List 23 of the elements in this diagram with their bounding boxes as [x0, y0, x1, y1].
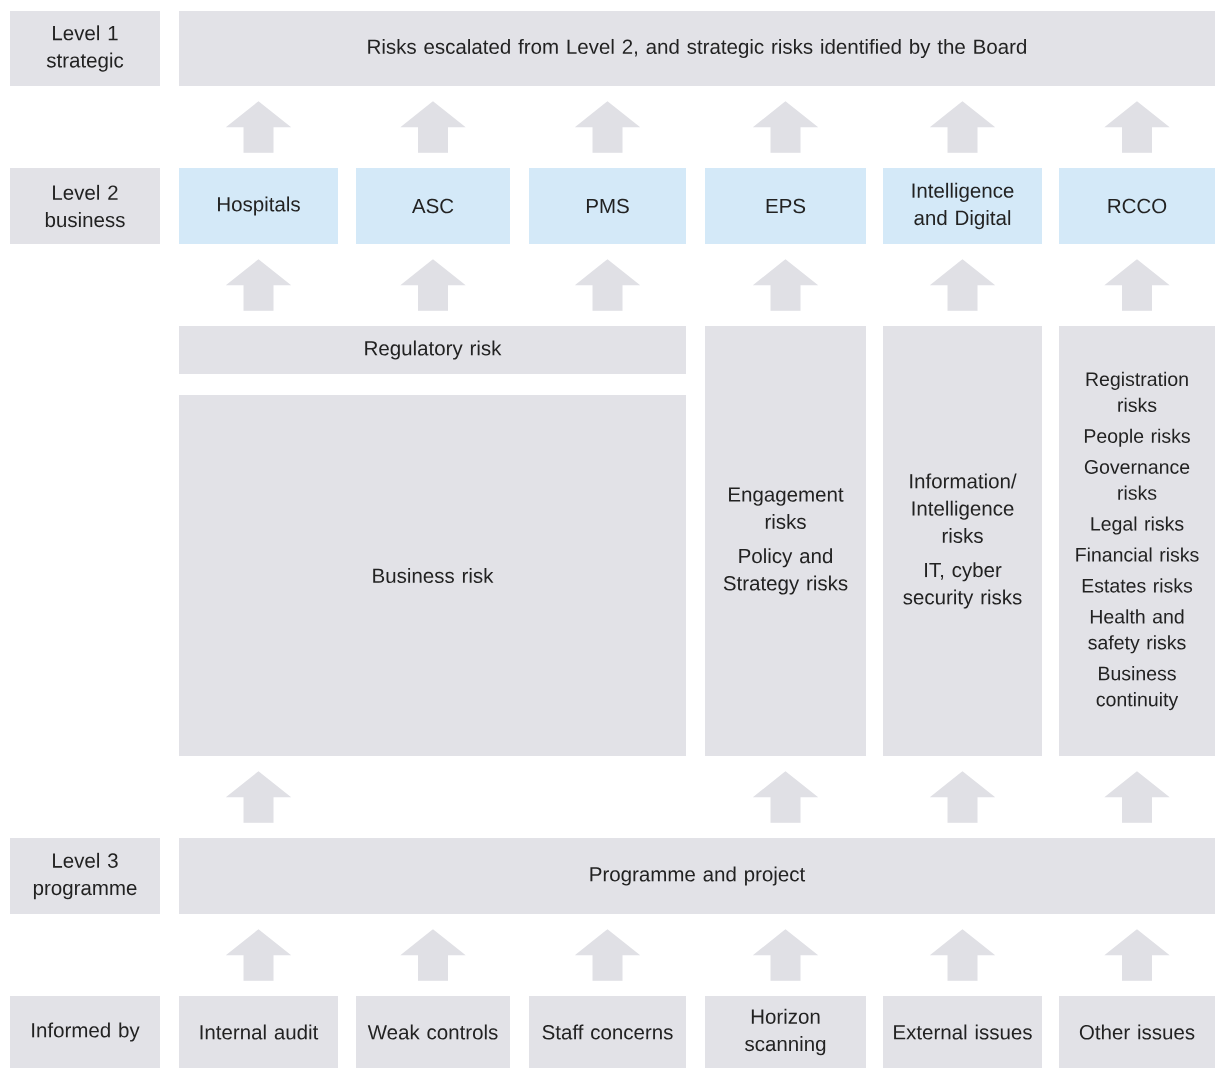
- source-box: Weak controls: [356, 996, 510, 1068]
- level-box: Informed by: [10, 996, 160, 1068]
- source-box: External issues: [883, 996, 1042, 1068]
- source-box: Staff concerns: [529, 996, 686, 1068]
- risk-column: Information/ Intelligence risks IT, cyber security risks: [883, 326, 1042, 756]
- band-box: Risks escalated from Level 2, and strategic risks identified by the Board: [179, 11, 1215, 86]
- source-box: Other issues: [1059, 996, 1215, 1068]
- risk-column: Engagement risks Policy and Strategy risks: [705, 326, 866, 756]
- unit-box: ASC: [356, 168, 510, 244]
- source-box: Internal audit: [179, 996, 338, 1068]
- risk-box: Regulatory risk: [179, 326, 686, 374]
- unit-box: EPS: [705, 168, 866, 244]
- unit-box: Hospitals: [179, 168, 338, 244]
- risk-column: Registration risks People risks Governance risks Legal risks Financial risks Estates risks Health and safety risks Business continuity: [1059, 326, 1215, 756]
- unit-box: RCCO: [1059, 168, 1215, 244]
- band-box: Programme and project: [179, 838, 1215, 914]
- unit-box: Intelligence and Digital: [883, 168, 1042, 244]
- level-box: Level 2 business: [10, 168, 160, 244]
- unit-box: PMS: [529, 168, 686, 244]
- risk-box: Business risk: [179, 395, 686, 756]
- source-box: Horizon scanning: [705, 996, 866, 1068]
- level-box: Level 1 strategic: [10, 11, 160, 86]
- level-box: Level 3 programme: [10, 838, 160, 914]
